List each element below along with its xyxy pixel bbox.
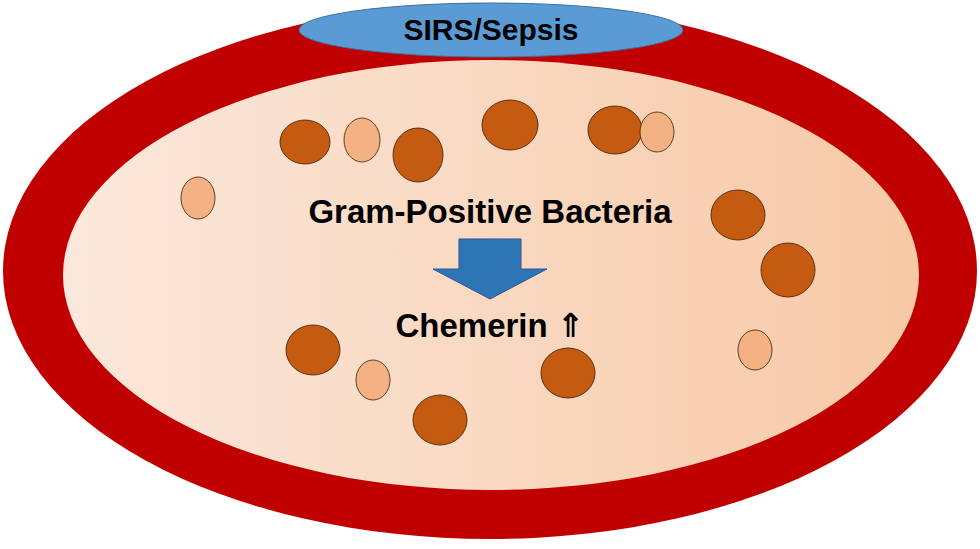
node-text: Chemerin ⇑ [395, 307, 584, 345]
bacterium [541, 348, 595, 398]
block-arrow [433, 239, 547, 299]
marker-label-node: Chemerin ⇑ [391, 305, 588, 347]
vessel-wall [3, 3, 977, 539]
bacterium [344, 118, 380, 162]
bacterium [413, 395, 467, 445]
node-text: SIRS/Sepsis [403, 13, 578, 48]
pathogen-label-node: Gram-Positive Bacteria [304, 191, 675, 233]
bacterium [356, 360, 390, 400]
bacterium [181, 177, 215, 219]
bacterium [393, 128, 443, 182]
bacteria-group [181, 100, 815, 445]
bacterium [280, 120, 330, 164]
condition-ellipse: SIRS/Sepsis [298, 2, 684, 58]
bacterium [482, 100, 538, 150]
bacterium [738, 330, 772, 370]
bacterium [588, 106, 642, 154]
bacterium [711, 190, 765, 240]
ellipse-shape [299, 3, 683, 57]
vessel-lumen [63, 60, 919, 490]
node-text: Gram-Positive Bacteria [308, 193, 671, 231]
bacterium [640, 112, 674, 152]
bacterium [286, 325, 340, 375]
bacterium [761, 243, 815, 297]
